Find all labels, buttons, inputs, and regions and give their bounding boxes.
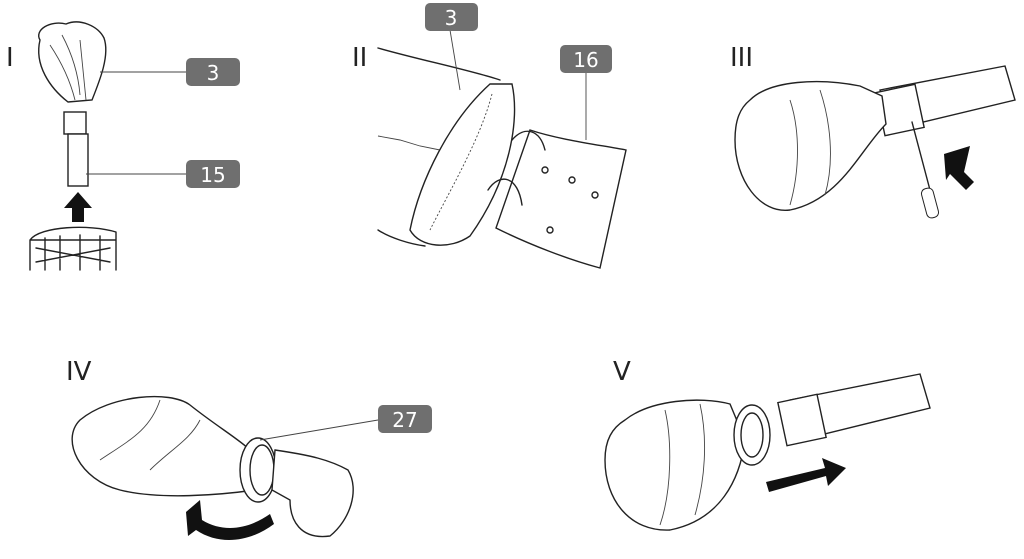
callout-badge: 3	[425, 3, 478, 31]
step-3: III	[730, 43, 1016, 219]
callout-badge: 16	[560, 45, 612, 73]
callout-badge: 15	[186, 160, 240, 188]
step-1: I 3 15	[6, 21, 240, 271]
step-4: IV 27	[66, 357, 432, 541]
step-numeral: I	[6, 43, 14, 73]
panel	[495, 129, 627, 269]
step-2: II 3 16	[352, 3, 627, 269]
svg-text:27: 27	[392, 408, 417, 432]
filter-bag	[409, 83, 516, 246]
filter-bag	[734, 80, 887, 211]
callout-badge: 3	[186, 58, 240, 86]
filter-bag	[38, 21, 107, 103]
svg-text:3: 3	[207, 61, 220, 85]
ring-clip	[63, 111, 87, 135]
filter-bag	[71, 395, 256, 497]
ring	[239, 437, 277, 503]
svg-text:15: 15	[200, 163, 225, 187]
bag-end	[271, 449, 354, 538]
curved-arrow-icon	[511, 130, 546, 151]
step-numeral: III	[730, 43, 753, 73]
tube	[67, 133, 89, 187]
filter-bag	[604, 399, 746, 531]
step-numeral: IV	[66, 357, 92, 387]
rotate-arrow-icon	[186, 500, 274, 541]
svg-text:16: 16	[573, 48, 598, 72]
callout-badge: 27	[378, 405, 432, 433]
ring	[733, 404, 771, 466]
ring-clip	[777, 393, 827, 447]
step-5: V	[604, 357, 931, 531]
basket	[29, 226, 117, 271]
step-numeral: II	[352, 43, 367, 73]
arrow-icon	[944, 146, 974, 190]
screwdriver	[911, 121, 931, 191]
right-arrow-icon	[766, 458, 846, 492]
up-arrow-icon	[64, 192, 92, 222]
step-numeral: V	[613, 357, 631, 387]
curved-arrow-icon	[487, 178, 523, 206]
svg-text:3: 3	[445, 6, 458, 30]
